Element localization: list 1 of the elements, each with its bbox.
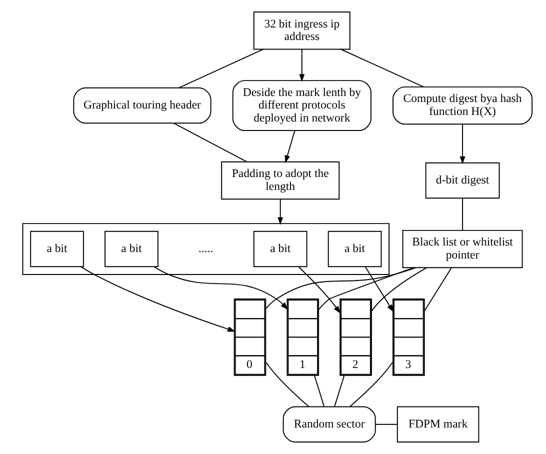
label: ..... [198,242,213,256]
